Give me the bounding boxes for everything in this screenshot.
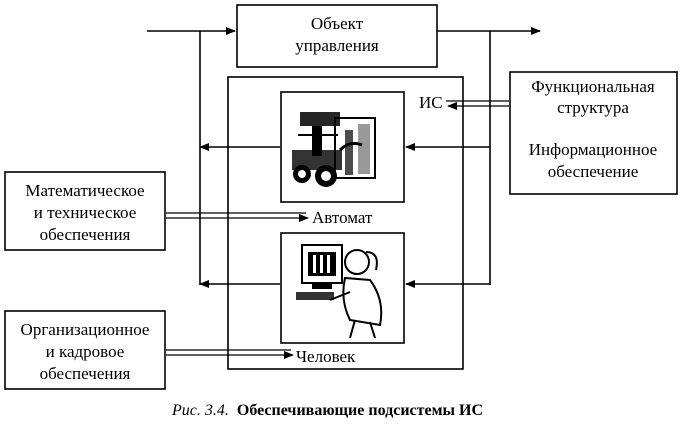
math-block <box>4 171 166 251</box>
object-block <box>236 4 438 68</box>
org-block <box>4 310 166 390</box>
person-at-computer-icon <box>296 244 383 339</box>
automat-label: Автомат <box>312 208 373 227</box>
informational-line1: Информационное <box>529 140 657 159</box>
functional-block <box>509 71 678 195</box>
org-line2: и кадровое <box>46 342 125 361</box>
math-line1: Математическое <box>25 181 144 200</box>
figure-caption: Рис. 3.4. Обеспечивающие подсистемы ИС <box>171 402 483 419</box>
machine-equipment-icon <box>292 112 376 187</box>
is-label: ИС <box>419 93 443 112</box>
human-label: Человек <box>296 347 356 366</box>
object-label-line2: управления <box>295 36 379 55</box>
org-line3: обеспечения <box>40 364 131 383</box>
caption-prefix: Рис. 3.4. <box>171 402 229 419</box>
informational-line2: обеспечение <box>548 162 639 181</box>
math-line2: и техническое <box>34 203 137 222</box>
math-line3: обеспечения <box>40 225 131 244</box>
org-line1: Организационное <box>21 320 150 339</box>
functional-line1: Функциональная <box>531 77 655 96</box>
functional-line2: структура <box>557 98 629 117</box>
caption-text: Обеспечивающие подсистемы ИС <box>237 402 483 419</box>
object-label-line1: Объект <box>311 14 364 33</box>
is-block <box>227 76 464 370</box>
